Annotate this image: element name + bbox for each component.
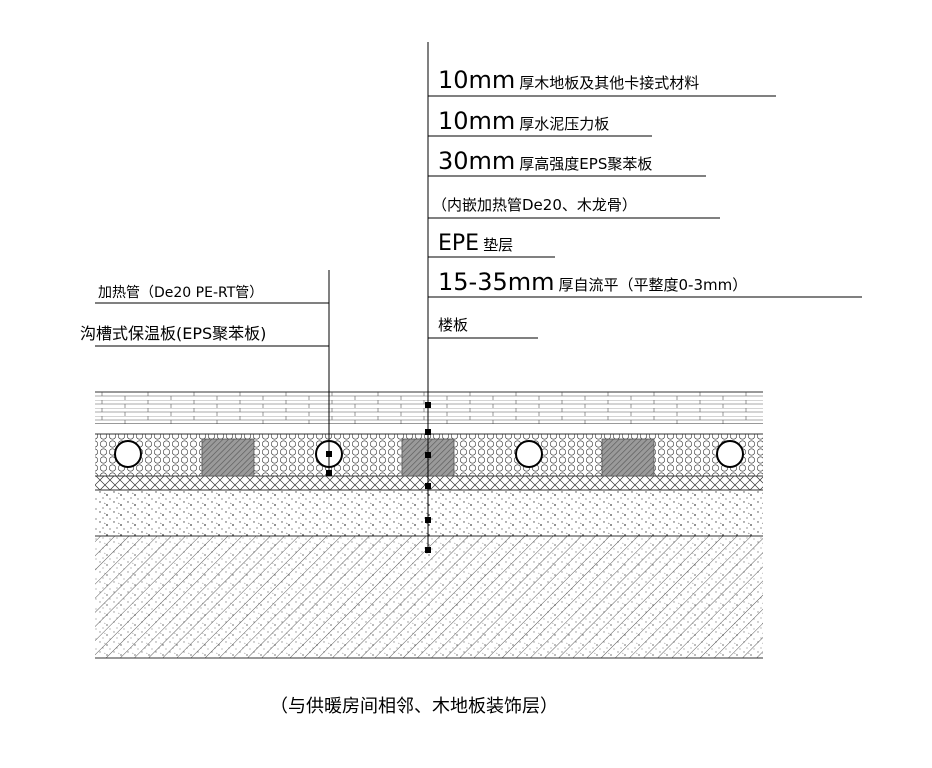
leader-dots bbox=[326, 402, 431, 553]
heating-elements bbox=[114, 438, 744, 477]
label-eps-note: （内嵌加热管De20、木龙骨） bbox=[432, 196, 637, 214]
label-heating-pipe: 加热管（De20 PE-RT管） bbox=[98, 285, 263, 301]
diagram-caption: （与供暖房间相邻、木地板装饰层） bbox=[270, 696, 558, 717]
heating-pipe-4 bbox=[716, 440, 744, 468]
label-groove-board: 沟槽式保温板(EPS聚苯板) bbox=[80, 324, 266, 343]
leader-lines bbox=[95, 42, 862, 551]
heating-pipe-1 bbox=[114, 440, 142, 468]
label-slab: 楼板 bbox=[438, 316, 468, 334]
wood-joist-1 bbox=[201, 438, 255, 477]
wood-joist-3 bbox=[601, 438, 655, 477]
layer-self-leveling bbox=[95, 490, 763, 536]
heating-pipe-3 bbox=[515, 440, 543, 468]
left-labels: 加热管（De20 PE-RT管） 沟槽式保温板(EPS聚苯板) bbox=[80, 285, 266, 343]
